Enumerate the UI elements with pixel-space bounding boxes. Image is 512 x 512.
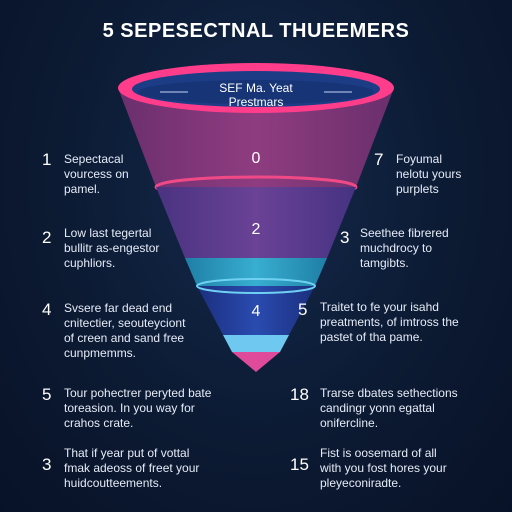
rim-label-line-1: SEF Ma. Yeat <box>219 81 293 95</box>
right-item-3: Traitet to fe your isahd preatments, of … <box>320 300 500 345</box>
left-item-2-line: Low last tegertal <box>64 226 152 240</box>
right-item-2-line: muchdrocy to <box>360 241 433 255</box>
right-item-4-number: 18 <box>290 385 309 404</box>
right-item-1-line: Foyumal <box>396 152 443 166</box>
left-item-1-line: vourcess on <box>64 167 129 181</box>
left-item-5-line: fmak adeoss of freet your <box>64 461 200 475</box>
left-item-2-line: bullitr as-engestor <box>64 241 160 255</box>
right-item-4-line: candingr yonn egattal <box>320 401 435 415</box>
left-item-3-line: cnitectier, seouteyciont <box>64 316 186 330</box>
left-item-3: Svsere far dead end cnitectier, seouteyc… <box>64 301 214 361</box>
center-number-3: 4 <box>251 303 261 320</box>
page-title: 5 SEPESECTNAL THUEEMERS <box>102 20 410 42</box>
left-item-4-line: toreasion. In you way for <box>64 401 195 415</box>
right-item-1-line: nelotu yours <box>396 167 462 181</box>
funnel-band-4-edge <box>196 278 316 294</box>
left-item-1-line: Sepectacal <box>64 152 124 166</box>
left-item-2: Low last tegertal bullitr as-engestor cu… <box>64 226 204 271</box>
left-item-3-line: cunpmemms. <box>64 346 137 360</box>
right-item-2-number: 3 <box>340 228 350 247</box>
right-item-3-line: pastet of tha pame. <box>320 330 423 344</box>
rim-label-line-2: Prestmars <box>228 95 284 109</box>
funnel-band-4 <box>197 286 315 335</box>
right-item-5-line: with you fost hores your <box>320 461 447 475</box>
right-item-2: Seethee fibrered muchdrocy to tamgibts. <box>360 226 500 271</box>
right-item-2-line: Seethee fibrered <box>360 226 449 240</box>
right-item-4: Trarse dbates sethections candingr yonn … <box>320 386 500 431</box>
center-number-2: 2 <box>251 221 261 238</box>
left-item-2-line: cuphliors. <box>64 256 116 270</box>
right-item-4-line: onifercline. <box>320 416 379 430</box>
funnel-band-1 <box>118 88 394 187</box>
left-item-5: That if year put of vottal fmak adeoss o… <box>64 446 234 491</box>
right-item-5: Fist is oosemard of all with you fost ho… <box>320 446 500 491</box>
left-item-4-number: 5 <box>42 385 52 404</box>
left-item-3-number: 4 <box>42 300 52 319</box>
right-item-1-line: purplets <box>396 182 439 196</box>
left-item-3-line: Svsere far dead end <box>64 301 173 315</box>
left-item-3-line: of creen and sand free <box>64 331 185 345</box>
funnel-band-2 <box>156 187 356 258</box>
left-item-2-number: 2 <box>42 228 52 247</box>
right-item-3-line: preatments, of imtross the <box>320 315 459 329</box>
funnel-band-3 <box>185 258 327 286</box>
right-item-1: Foyumal nelotu yours purplets <box>396 152 506 197</box>
center-number-1: 0 <box>251 150 261 167</box>
left-item-1-line: pamel. <box>64 182 101 196</box>
right-item-1-number: 7 <box>374 150 384 169</box>
left-item-4-line: Tour pohectrer peryted bate <box>64 386 212 400</box>
funnel-tip <box>232 352 280 372</box>
right-item-5-line: pleyeconiradte. <box>320 476 402 490</box>
right-item-5-line: Fist is oosemard of all <box>320 446 437 460</box>
funnel-band-5 <box>223 335 289 352</box>
right-item-5-number: 15 <box>290 455 309 474</box>
rim-label: SEF Ma. Yeat Prestmars <box>206 81 306 109</box>
right-item-3-number: 5 <box>298 300 308 319</box>
right-item-3-line: Traitet to fe your isahd <box>320 300 439 314</box>
right-item-2-line: tamgibts. <box>360 256 409 270</box>
left-item-1: Sepectacal vourcess on pamel. <box>64 152 204 197</box>
left-item-5-number: 3 <box>42 455 52 474</box>
right-item-4-line: Trarse dbates sethections <box>320 386 458 400</box>
left-item-1-number: 1 <box>42 150 52 169</box>
left-item-5-line: That if year put of vottal <box>64 446 190 460</box>
left-item-4: Tour pohectrer peryted bate toreasion. I… <box>64 386 234 431</box>
left-item-4-line: crahos crate. <box>64 416 134 430</box>
left-item-5-line: huidcoutteements. <box>64 476 163 490</box>
